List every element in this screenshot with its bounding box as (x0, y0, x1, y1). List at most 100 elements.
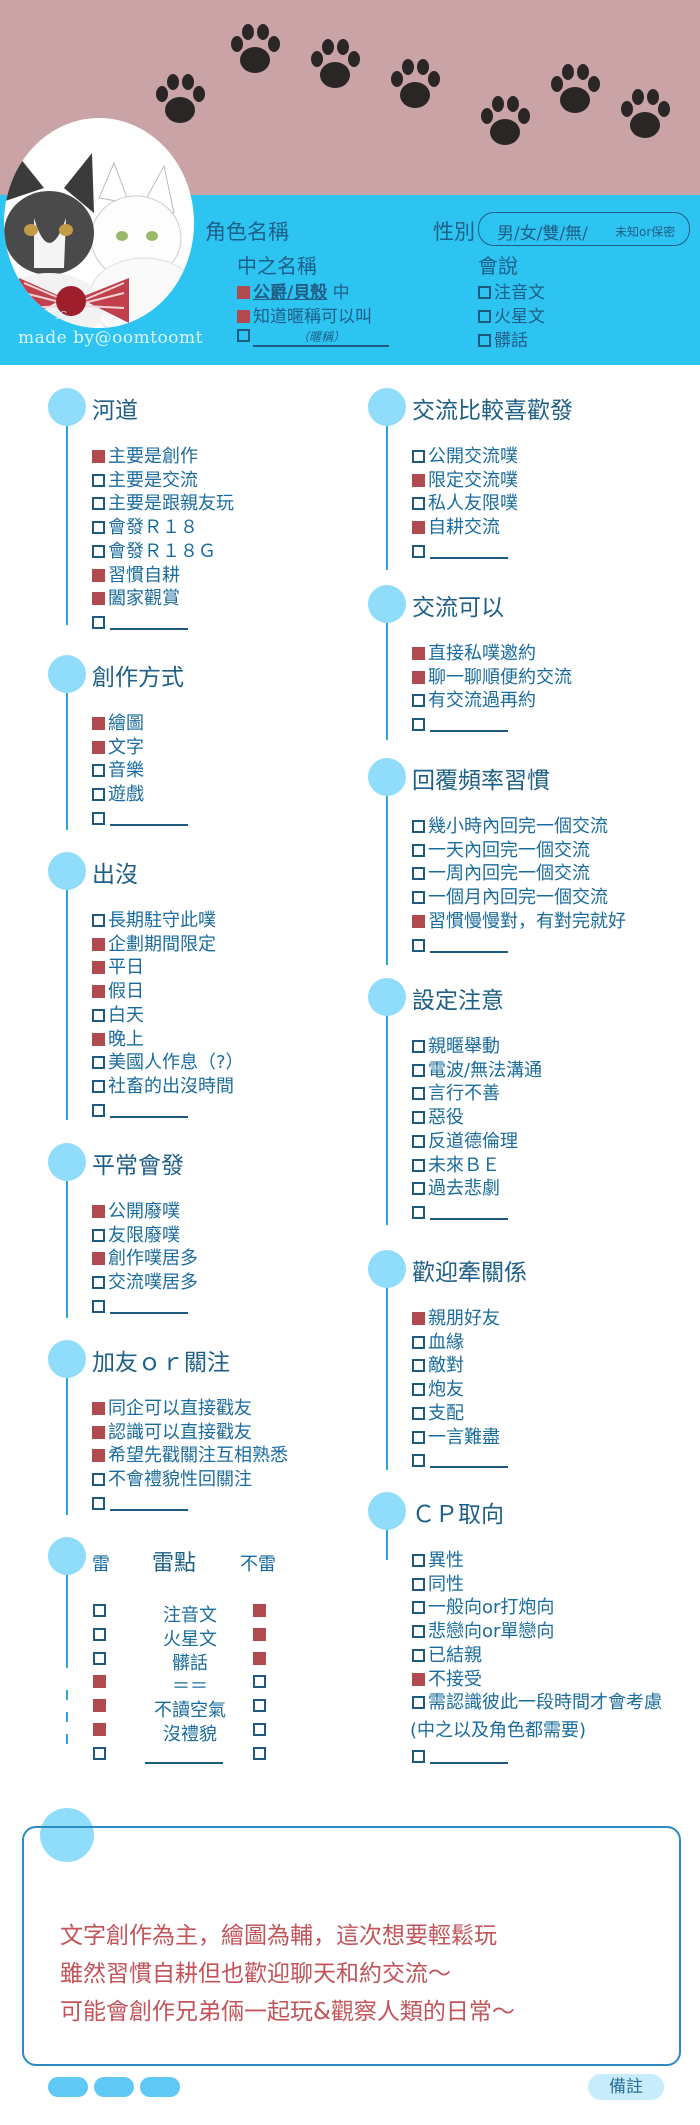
checkbox-icon[interactable] (92, 811, 105, 825)
checkbox-icon[interactable] (92, 1402, 105, 1415)
checkbox-icon[interactable] (412, 1040, 425, 1053)
checklist-item[interactable]: 企劃期間限定 (92, 934, 216, 956)
checkbox-icon[interactable] (412, 1406, 425, 1420)
checkbox-icon[interactable] (237, 286, 250, 299)
blank-field[interactable] (110, 614, 188, 630)
checkbox-icon[interactable] (253, 1627, 266, 1641)
nickname-option-2[interactable]: 知道暱稱可以叫 (237, 302, 372, 327)
checklist-item[interactable]: 公開廢噗 (92, 1201, 180, 1223)
checkbox-icon[interactable] (92, 937, 105, 951)
blank-field[interactable] (430, 543, 508, 559)
checkbox-icon[interactable] (412, 867, 425, 881)
checkbox-icon[interactable] (92, 1473, 105, 1487)
checklist-item[interactable]: 同企可以直接戳友 (92, 1398, 252, 1420)
checkbox-icon[interactable] (93, 1627, 106, 1641)
checkbox-icon[interactable] (412, 544, 425, 558)
checklist-item[interactable]: 認識可以直接戳友 (92, 1422, 252, 1444)
checkbox-icon[interactable] (412, 1672, 425, 1686)
checkbox-icon[interactable] (412, 1696, 425, 1710)
checkbox-icon[interactable] (92, 788, 105, 802)
checklist-item[interactable]: 幾小時內回完一個交流 (412, 816, 608, 838)
blank-field[interactable] (110, 1298, 188, 1314)
checkbox-icon[interactable] (237, 329, 250, 342)
checklist-item[interactable]: 需認識彼此一段時間才會考慮 (412, 1692, 662, 1714)
checkbox-icon[interactable] (412, 1383, 425, 1397)
checkbox-icon[interactable] (92, 1103, 105, 1117)
checkbox-icon[interactable] (92, 1496, 105, 1510)
checklist-item[interactable]: 炮友 (412, 1379, 464, 1401)
checklist-item[interactable]: 交流噗居多 (92, 1272, 198, 1294)
checkbox-icon[interactable] (93, 1699, 106, 1713)
checkbox-icon[interactable] (92, 1056, 105, 1070)
checkbox-icon[interactable] (412, 843, 425, 857)
checklist-item[interactable]: 不接受 (412, 1669, 482, 1691)
checkbox-icon[interactable] (93, 1604, 106, 1617)
checkbox-icon[interactable] (412, 1087, 425, 1101)
checklist-item[interactable]: 自耕交流 (412, 517, 500, 539)
checkbox-icon[interactable] (412, 497, 425, 511)
checkbox-icon[interactable] (412, 1111, 425, 1125)
checklist-item[interactable]: 音樂 (92, 760, 144, 782)
checklist-item[interactable]: 習慣自耕 (92, 565, 180, 587)
nickname-option-1[interactable]: 公爵/貝殼 中 (237, 278, 350, 303)
nickname-option-3[interactable]: （暱稱） (237, 326, 389, 347)
checklist-item[interactable]: 主要是跟親友玩 (92, 493, 234, 515)
checklist-item[interactable]: 悲戀向or單戀向 (412, 1621, 554, 1643)
checklist-item[interactable] (92, 1493, 188, 1515)
checkbox-icon[interactable] (412, 1454, 425, 1468)
checklist-item[interactable]: 會發Ｒ１８ (92, 517, 198, 539)
checkbox-icon[interactable] (92, 615, 105, 629)
checkbox-icon[interactable] (478, 286, 491, 299)
checkbox-icon[interactable] (92, 521, 105, 535)
checkbox-icon[interactable] (412, 891, 425, 905)
checklist-item[interactable] (92, 1296, 188, 1318)
checkbox-icon[interactable] (92, 544, 105, 558)
checkbox-icon[interactable] (412, 670, 425, 684)
checkbox-icon[interactable] (92, 764, 105, 778)
checkbox-icon[interactable] (478, 310, 491, 323)
speak-option[interactable]: 火星文 (478, 302, 545, 327)
checkbox-icon[interactable] (92, 1228, 105, 1242)
checkbox-icon[interactable] (92, 473, 105, 487)
checklist-item[interactable]: 繪圖 (92, 713, 144, 735)
checklist-item[interactable]: 一般向or打炮向 (412, 1597, 554, 1619)
checkbox-icon[interactable] (412, 521, 425, 535)
checklist-item[interactable]: 惡役 (412, 1107, 464, 1129)
blank-field[interactable] (430, 1452, 508, 1469)
checkbox-icon[interactable] (92, 1299, 105, 1313)
checkbox-icon[interactable] (412, 1750, 425, 1763)
checkbox-icon[interactable] (412, 718, 425, 732)
checkbox-icon[interactable] (412, 1430, 425, 1444)
checklist-item[interactable] (412, 714, 508, 736)
checklist-item[interactable]: 假日 (92, 981, 144, 1003)
blank-field[interactable] (145, 1744, 223, 1764)
checkbox-icon[interactable] (412, 1648, 425, 1662)
checkbox-icon[interactable] (412, 1158, 425, 1172)
checkbox-icon[interactable] (412, 1312, 425, 1325)
checkbox-icon[interactable] (412, 1134, 425, 1148)
blank-field[interactable] (430, 1204, 508, 1220)
checkbox-icon[interactable] (412, 820, 425, 833)
checklist-item[interactable]: 主要是創作 (92, 446, 198, 468)
checklist-item[interactable]: 遊戲 (92, 784, 144, 806)
checklist-item[interactable] (412, 1450, 508, 1472)
speak-option[interactable]: 髒話 (478, 326, 528, 351)
checklist-item[interactable]: 長期駐守此噗 (92, 910, 216, 932)
checkbox-icon[interactable] (93, 1723, 106, 1736)
checklist-item[interactable]: 直接私噗邀約 (412, 643, 536, 665)
checklist-item[interactable]: 不會禮貌性回關注 (92, 1469, 252, 1491)
checklist-item[interactable]: 限定交流噗 (412, 470, 518, 492)
checkbox-icon[interactable] (412, 1182, 425, 1196)
checklist-item[interactable] (92, 612, 188, 634)
checkbox-icon[interactable] (92, 1008, 105, 1022)
checklist-item[interactable]: 未來ＢＥ (412, 1155, 500, 1177)
checkbox-icon[interactable] (412, 450, 425, 463)
checklist-item[interactable]: 親暱舉動 (412, 1036, 500, 1058)
checkbox-icon[interactable] (412, 938, 425, 952)
checklist-item[interactable]: 一個月內回完一個交流 (412, 887, 608, 909)
checkbox-icon[interactable] (92, 450, 105, 463)
blank-field[interactable] (110, 1495, 188, 1511)
checklist-item[interactable]: 敵對 (412, 1355, 464, 1377)
blank-field[interactable] (430, 716, 508, 733)
checklist-item[interactable]: 支配 (412, 1403, 464, 1425)
